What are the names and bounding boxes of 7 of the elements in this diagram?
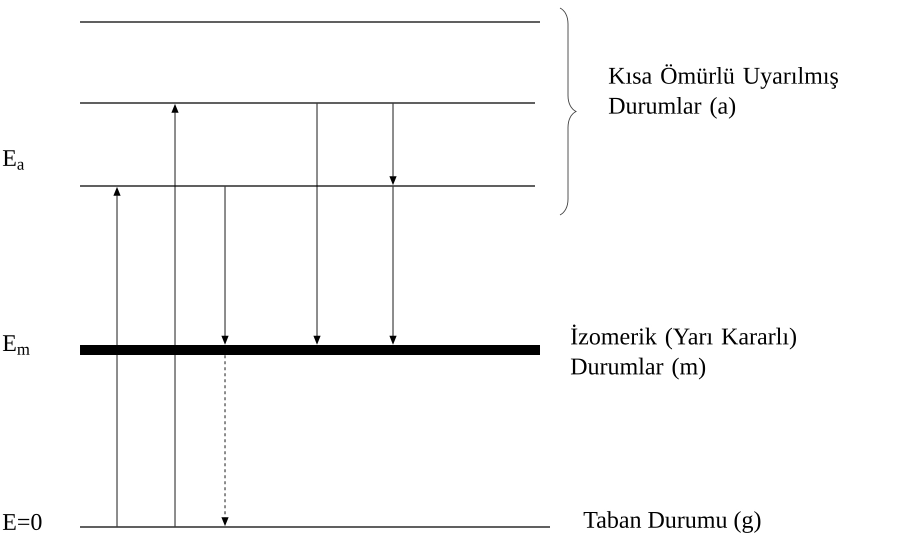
level-label: E$_{a}$	[2, 150, 24, 170]
state-label: İzomerik (Yarı Kararlı) Durumlar (m)	[570, 324, 796, 380]
level-label: E=0	[2, 514, 42, 530]
energy-level-line	[80, 21, 540, 23]
group-label: Kısa Ömürlü Uyarılmış Durumlar (a)	[608, 64, 838, 119]
state-label: Taban Durumu (g)	[584, 511, 760, 533]
level-label: E$_{m}$	[2, 335, 30, 355]
